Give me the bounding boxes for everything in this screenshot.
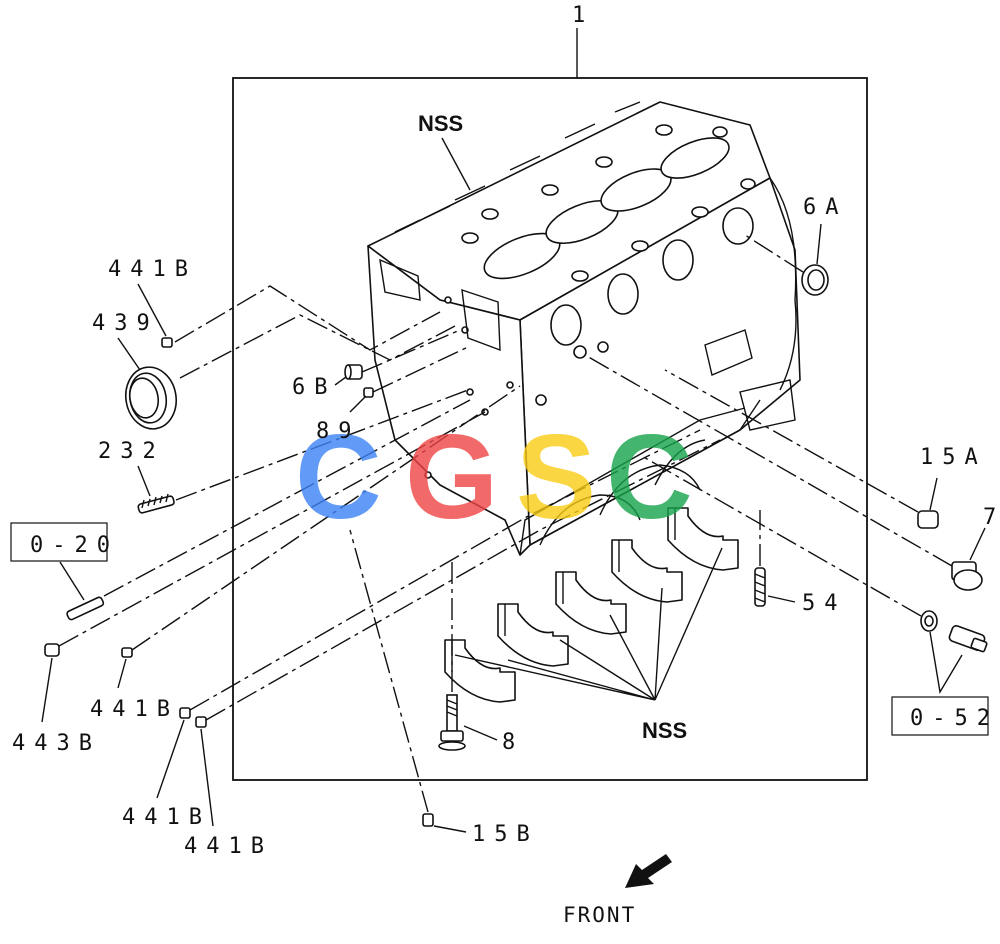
callout-89: 89 [316,419,361,444]
callout-443b: 443B [12,731,101,756]
stud-232 [137,493,175,514]
callout-7: 7 [983,505,1000,530]
callout-8: 8 [502,730,524,755]
callout-441b-low1: 441B [122,805,211,830]
leader-15b [433,825,467,833]
centerline-441b-low1 [189,429,701,711]
front-arrow-icon [625,854,672,888]
callout-nss-top: NSS [418,111,463,136]
rear-oil-seal [124,366,178,430]
centerline-232 [175,389,469,501]
cylinder-block [367,101,801,556]
leader-6a [816,223,822,265]
dowel-pin-441b-top [161,337,173,348]
leader-441b-low1 [156,719,185,799]
ref-0-52: 0-52 [910,706,999,731]
leader-0-20 [59,561,85,601]
leader-0-52 [929,631,963,695]
sleeve-443b [44,643,60,657]
stud-54 [754,567,766,607]
callout-6b: 6B [292,375,337,400]
leader-7 [969,527,986,561]
dowel-pin-441b-low2 [195,716,207,728]
dowel-pin-441b-mid [121,647,133,658]
watermark-letter-2: G [405,410,498,544]
leader-6b [334,376,347,386]
assembly-frame [232,77,868,781]
leader-89 [349,395,367,413]
centerline-439 [179,314,456,379]
callout-441b-mid: 441B [90,697,179,722]
callout-6a: 6A [803,195,848,220]
watermark-logo: C G S C [295,410,693,544]
callout-441b-top: 441B [108,257,197,282]
ref-0-20: 0-20 [30,533,119,558]
leader-15a [929,477,938,511]
centerline-6a [744,234,804,273]
leader-232 [137,465,151,497]
callout-439: 439 [92,311,159,336]
centerline-89 [372,345,471,393]
centerline-0-20 [103,399,471,597]
callout-nss-bottom: NSS [642,718,687,743]
centerline-6b [361,329,461,373]
centerline-15b [349,529,429,813]
callout-1: 1 [572,3,594,28]
plug-6b [344,364,363,380]
sleeve-15a [917,510,939,529]
plug-seal-6a [801,264,829,296]
leader-8 [463,725,498,741]
ref-box-0-20 [10,522,108,562]
callout-15b: 15B [472,822,539,847]
leader-439 [117,337,141,371]
centerline-441b-low2 [205,439,721,721]
leader-441b-top [137,283,167,337]
callout-441b-low2: 441B [184,834,273,859]
drain-plug-7 [951,561,983,591]
leader-nss-bottom [454,547,723,701]
leader-441b-mid [117,658,127,689]
watermark-letter-3: S [516,410,596,544]
main-bearing-caps [444,507,739,703]
watermark-letter-1: C [295,410,382,544]
watermark-letter-4: C [606,410,693,544]
pin-15b [422,813,434,827]
centerline-7 [584,354,953,567]
leader-nss-top [441,137,471,191]
front-direction-label: FRONT [563,903,636,927]
dowel-pin-441b-low1 [179,707,191,719]
callout-232: 232 [98,439,165,464]
centerline-441b-top [174,285,441,351]
ref-box-0-52 [891,696,989,736]
sensor-0-52 [920,610,988,653]
callout-54: 54 [802,591,847,616]
centerline-441b-mid [131,385,521,651]
pin-89 [363,387,374,398]
centerline-0-52 [639,454,922,617]
cap-bolt-8 [438,694,466,751]
leader-441b-low2 [200,728,214,827]
centerline-443b [58,411,486,647]
leader-54 [767,595,796,603]
centerline-15a [664,369,919,513]
leader-443b [41,657,53,723]
callout-15a: 15A [920,445,987,470]
stud-0-20 [66,596,105,621]
